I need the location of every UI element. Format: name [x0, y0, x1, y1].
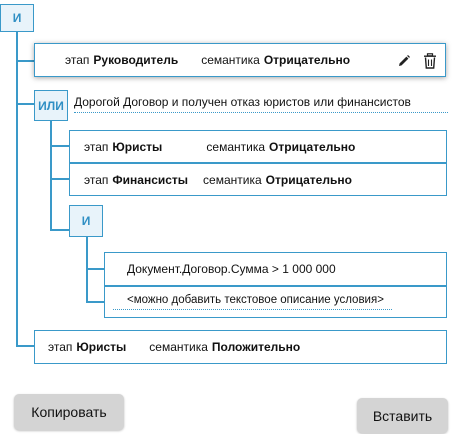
pencil-icon[interactable]: [396, 53, 412, 69]
group-description[interactable]: Дорогой Договор и получен отказ юристов …: [74, 95, 448, 113]
tree-connector: [16, 103, 34, 105]
condition-expression: Документ.Договор.Сумма > 1 000 000: [127, 262, 336, 276]
copy-button-label: Копировать: [31, 404, 107, 420]
stage-value: Юристы: [112, 139, 163, 154]
condition-card-stage-lawyers-positive[interactable]: этап Юристы семантика Положительно: [34, 330, 447, 364]
tree-connector: [50, 145, 70, 147]
operator-and-root[interactable]: И: [0, 4, 34, 32]
tree-connector: [50, 178, 70, 180]
stage-label: этап: [84, 139, 109, 154]
operator-label: ИЛИ: [38, 98, 64, 113]
stage-value: Финансисты: [112, 172, 189, 187]
stage-value: Руководитель: [93, 53, 179, 67]
semantics-label: семантика: [203, 172, 262, 187]
condition-card-expression[interactable]: Документ.Договор.Сумма > 1 000 000: [104, 252, 447, 286]
condition-card-stage-lawyers[interactable]: этап Юристы семантика Отрицательно: [69, 130, 447, 163]
copy-button[interactable]: Копировать: [14, 394, 124, 430]
tree-connector: [16, 32, 18, 346]
stage-label: этап: [48, 340, 73, 354]
semantics-value: Отрицательно: [265, 172, 352, 187]
tree-connector: [86, 268, 104, 270]
tree-connector: [50, 121, 52, 231]
group-description-text: Дорогой Договор и получен отказ юристов …: [74, 95, 411, 109]
stage-label: этап: [65, 53, 90, 67]
operator-or[interactable]: ИЛИ: [34, 90, 68, 121]
semantics-label: семантика: [149, 340, 208, 354]
tree-connector: [50, 229, 70, 231]
paste-button-label: Вставить: [372, 407, 433, 424]
paste-button[interactable]: Вставить: [357, 398, 448, 433]
semantics-label: семантика: [206, 139, 266, 154]
description-placeholder[interactable]: <можно добавить текстовое описание услов…: [113, 294, 392, 310]
trash-icon[interactable]: [422, 53, 438, 69]
operator-label: И: [81, 214, 91, 228]
semantics-label: семантика: [201, 53, 260, 67]
condition-card-description[interactable]: <можно добавить текстовое описание услов…: [104, 286, 447, 318]
semantics-value: Отрицательно: [263, 53, 351, 67]
semantics-value: Положительно: [211, 340, 301, 354]
operator-and-nested[interactable]: И: [69, 205, 103, 237]
stage-label: этап: [84, 172, 109, 187]
condition-card-stage-financiers[interactable]: этап Финансисты семантика Отрицательно: [69, 163, 447, 196]
tree-connector: [16, 345, 34, 347]
tree-connector: [16, 60, 34, 62]
tree-connector: [86, 301, 104, 303]
condition-card-stage-manager[interactable]: этап Руководитель семантика Отрицательно: [34, 43, 446, 77]
stage-value: Юристы: [76, 340, 127, 354]
operator-label: И: [12, 11, 22, 25]
semantics-value: Отрицательно: [269, 139, 356, 154]
